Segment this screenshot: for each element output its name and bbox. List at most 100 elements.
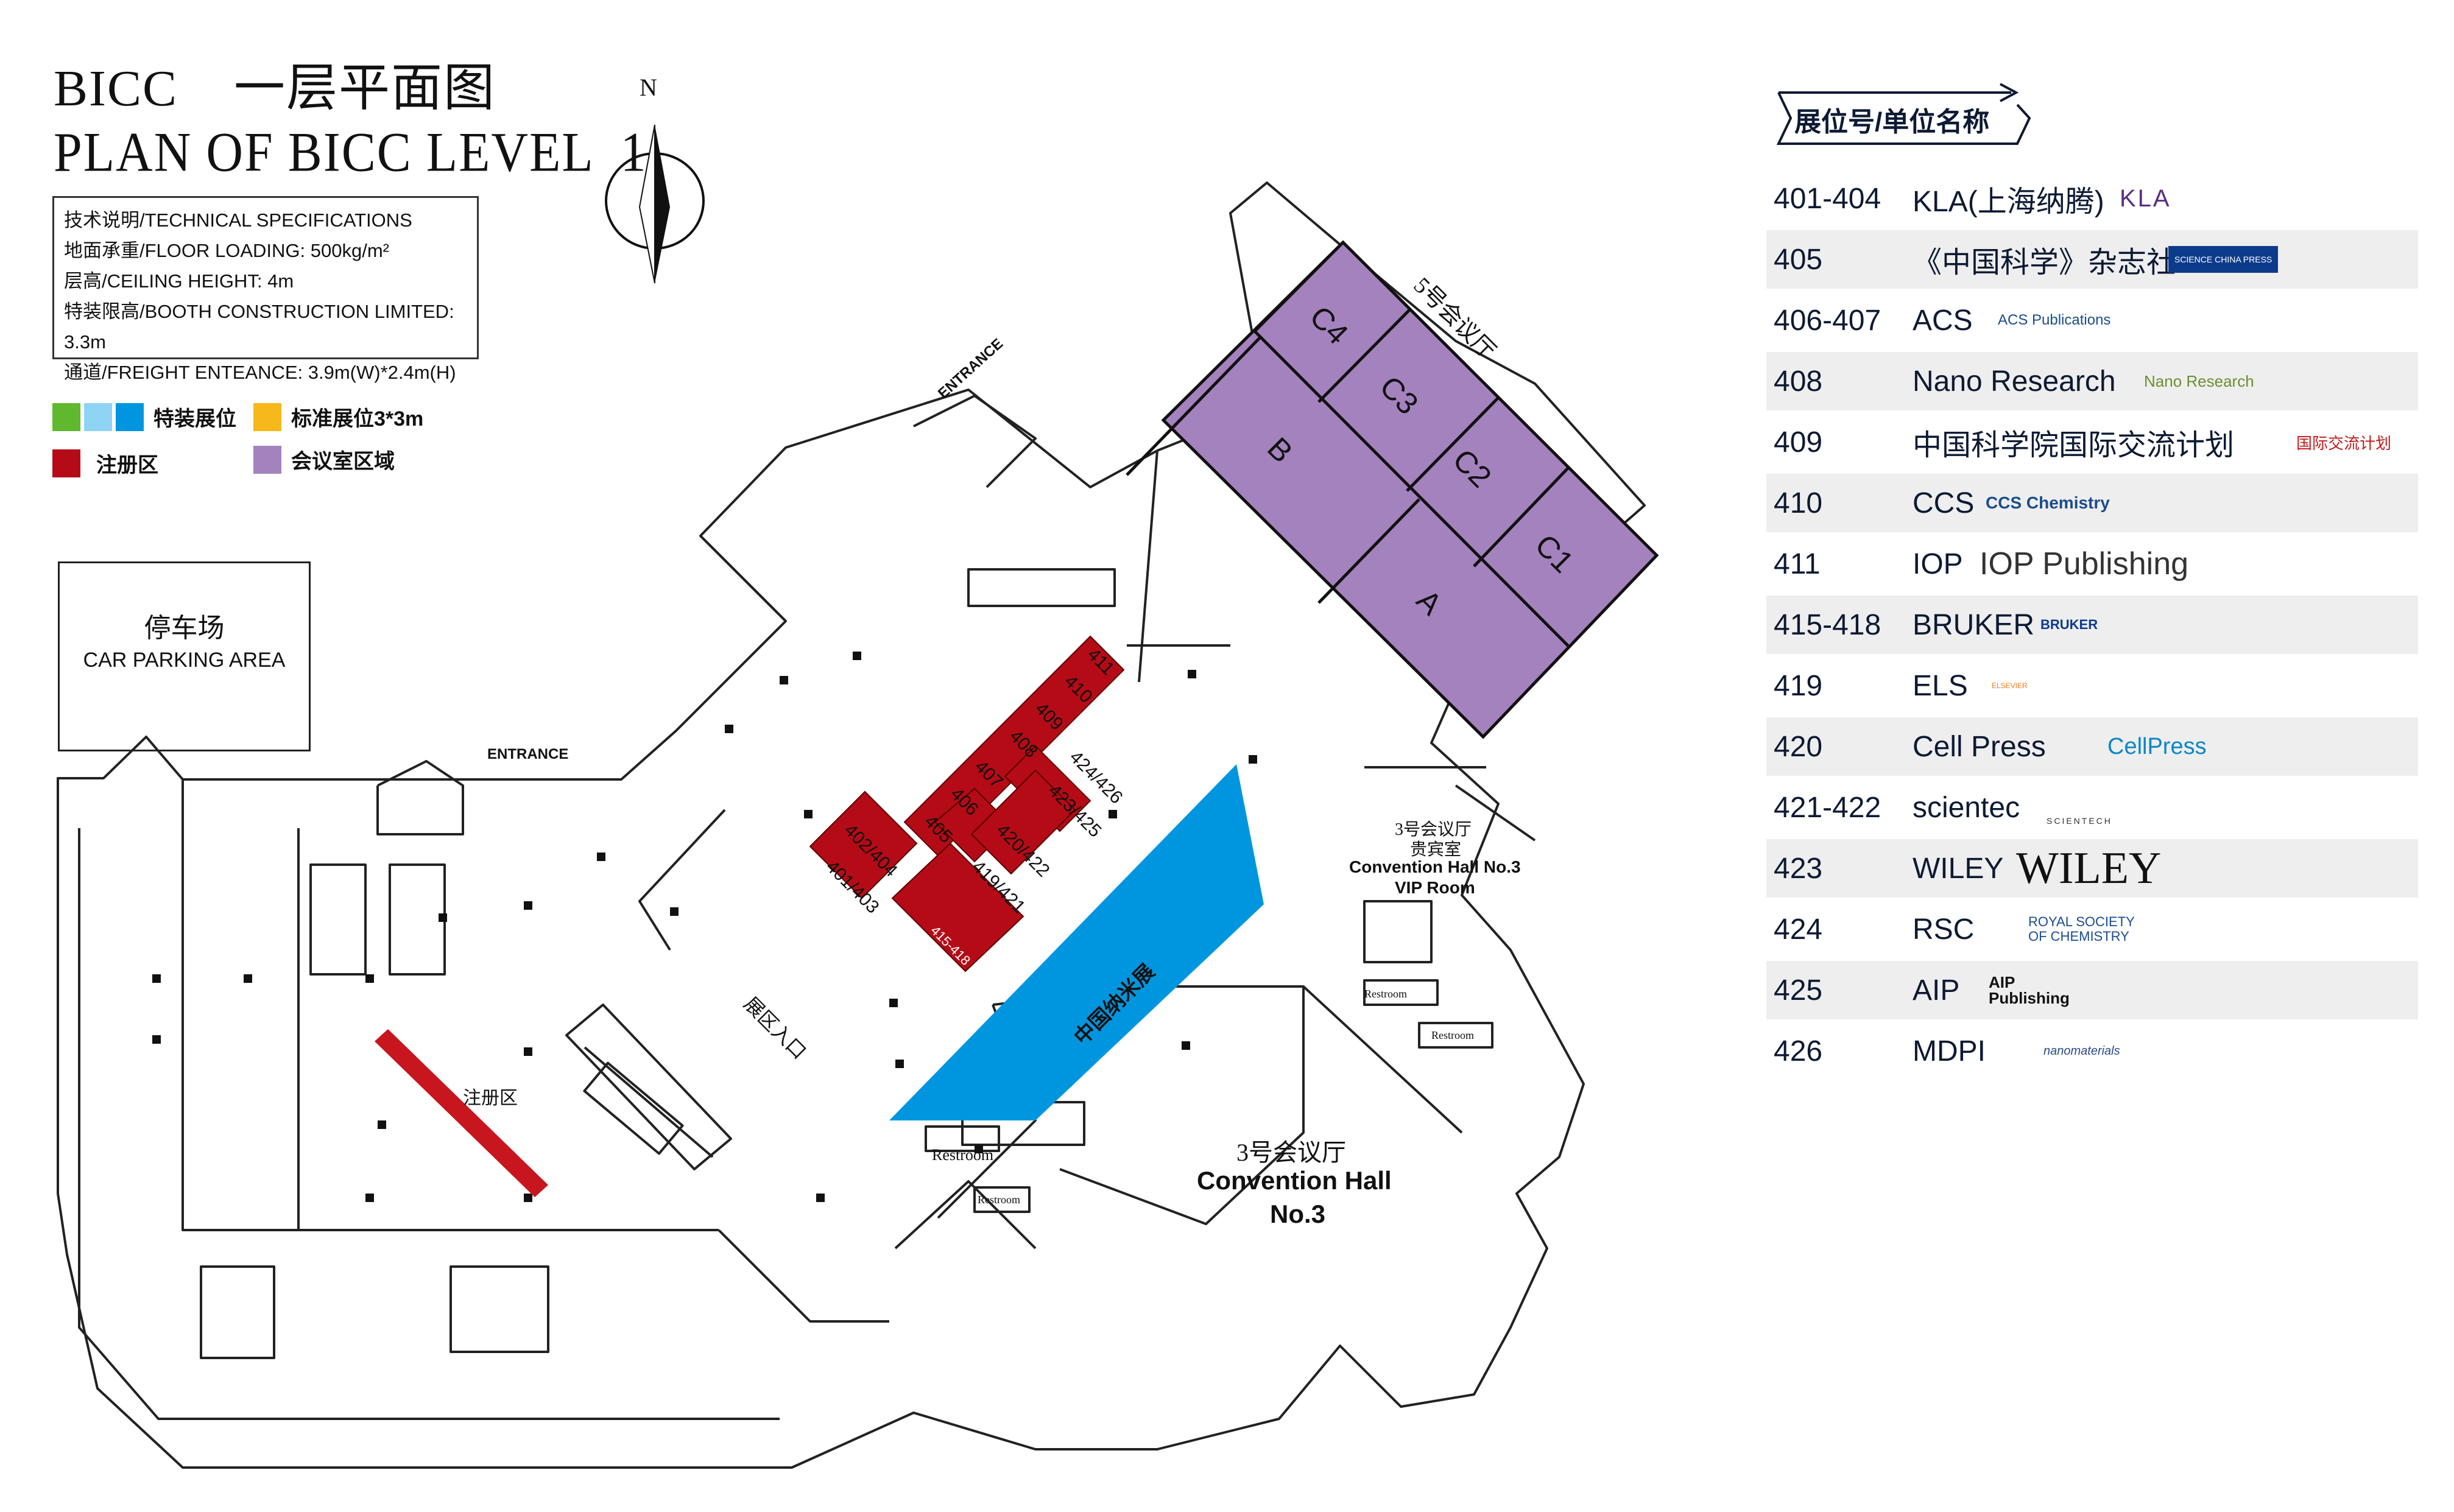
exhibitor-row: 419 ELS ELSEVIER [1766,656,2418,715]
exhibitor-logo: 国际交流计划 [2296,434,2392,452]
legend-registration: 注册区 [52,448,158,478]
legend-swatch-light-blue [84,403,112,431]
exhibitor-logo: SCIENCE CHINA PRESS [2168,246,2279,273]
exhibitor-name: IOP [1913,547,1963,580]
exhibitor-row: 406-407 ACS ACS Publications [1766,291,2418,350]
legend-swatch-purple [253,445,281,474]
exhibitor-header: 展位号/单位名称 [1774,80,2048,147]
exhibitor-logo: CCS Chemistry [1986,493,2110,512]
legend-meeting: 会议室区域 [253,445,395,474]
exhibitor-name: WILEY [1913,852,2004,885]
exhibitor-logo: WILEY [2016,843,2162,893]
hall3-cn-label: 3号会议厅 [1236,1139,1346,1166]
exhibitor-row: 420 Cell Press CellPress [1766,717,2418,776]
spec-line: 通道/FREIGHT ENTEANCE: 3.9m(W)*2.4m(H) [64,362,456,383]
exhibitor-row: 410 CCS CCS Chemistry [1766,474,2418,532]
exhibitor-logo: CellPress [2107,733,2207,759]
exhibitor-logo: nanomaterials [2043,1044,2120,1058]
exhibitor-booth: 425 [1774,974,1823,1007]
exhibitor-name: CCS [1913,487,1975,519]
plan-title: BICC 一层平面图 PLAN OF BICC LEVEL 1 [54,58,647,184]
exhibitor-booth: 426 [1774,1035,1823,1067]
exhibitor-row: 408 Nano Research Nano Research [1766,352,2418,410]
exhibitor-name: AIP [1913,974,1960,1007]
exhibitor-booth: 408 [1774,365,1823,398]
hall3-vip-cn-2: 贵宾室 [1410,840,1462,859]
china-nano-exhibition-zone [889,764,1264,1120]
exhibitor-row: 423 WILEY WILEY [1766,839,2418,898]
parking-label-cn: 停车场 [144,613,225,643]
exhibitor-name: Cell Press [1913,730,2046,763]
exhibitor-row: 409 中国科学院国际交流计划 国际交流计划 [1766,413,2418,471]
exhibitor-name: KLA(上海纳腾) [1913,186,2104,218]
exhibitor-name: MDPI [1913,1035,1986,1067]
exhibitor-booth: 405 [1774,243,1823,276]
header-arrow-icon [1776,83,2031,145]
exhibitor-logo: ROYAL SOCIETY OF CHEMISTRY [2028,914,2135,944]
exhibitor-row: 415-418 BRUKER BRUKER [1766,596,2418,654]
restroom-label: Restroom [1431,1029,1474,1041]
exhibitor-logo: IOP Publishing [1980,546,2189,582]
exhibitor-booth: 415-418 [1774,608,1881,641]
exhibitor-name: ACS [1913,304,1973,337]
exhibitor-row: 405 《中国科学》杂志社 SCIENCE CHINA PRESS [1766,230,2418,289]
exhibitor-logo: AIP Publishing [1989,973,2070,1007]
exhibitor-booth: 424 [1774,913,1823,946]
legend-swatch-blue [116,403,144,431]
spec-line: 技术说明/TECHNICAL SPECIFICATIONS [64,209,412,231]
exhibitor-name: 中国科学院国际交流计划 [1913,429,2235,462]
exhibitor-booth: 420 [1774,730,1823,763]
title-line-2: PLAN OF BICC LEVEL 1 [54,121,647,184]
registration-desk [375,1029,548,1197]
legend-swatch-red [52,449,80,477]
exhibitor-name: ELS [1913,669,1968,702]
exhibitor-booth: 409 [1774,426,1823,459]
legend-swatch-yellow [253,403,281,431]
north-arrow-icon [605,124,705,284]
exhibitor-logo: SCIENTECH [2047,816,2112,826]
exhibitor-row: 424 RSC ROYAL SOCIETY OF CHEMISTRY [1766,900,2418,958]
spec-line: 层高/CEILING HEIGHT: 4m [64,270,294,292]
hall3-en-label-1: Convention Hall [1197,1166,1392,1195]
registration-area-label: 注册区 [463,1088,518,1108]
spec-line: 特装限高/BOOTH CONSTRUCTION LIMITED: 3.3m [64,301,454,353]
hall3-vip-en-1: Convention Hall No.3 [1349,857,1521,876]
exhibitor-name: RSC [1913,913,1975,946]
exhibitor-header-label: 展位号/单位名称 [1794,107,1990,137]
entrance-left-label: ENTRANCE [487,746,569,762]
legend-swatch-green [52,403,80,431]
exhibitor-booth: 419 [1774,669,1823,702]
booth-group [809,635,1125,972]
exhibitor-booth: 411 [1774,547,1821,580]
floor-plan-map [57,181,1659,1469]
legend-special-label: 特装展位 [153,407,236,431]
restroom-label: Restroom [1364,988,1407,1000]
hall3-vip-en-2: VIP Room [1395,878,1475,897]
legend-meeting-label: 会议室区域 [291,450,395,473]
compass-label: N [640,74,657,101]
exhibitor-booth: 401-404 [1774,182,1881,215]
meeting-room-block [1126,240,1659,739]
exhibitor-logo: ACS Publications [1998,312,2111,328]
exhibitor-booth: 410 [1774,487,1823,519]
legend-standard-label: 标准展位3*3m [291,407,424,431]
exhibitor-logo: ELSEVIER [1992,681,2028,690]
exhibitor-booth: 421-422 [1774,791,1881,824]
exhibitor-name: BRUKER [1913,608,2035,641]
exhibitor-row: 426 MDPI nanomaterials [1766,1022,2418,1080]
exhibitor-booth: 406-407 [1774,304,1881,337]
exhibitor-name: Nano Research [1913,365,2116,398]
exhibitor-row: 425 AIP AIP Publishing [1766,961,2418,1019]
exhibitor-row: 411 IOP IOP Publishing [1766,535,2418,593]
spec-line: 地面承重/FLOOR LOADING: 500kg/m² [64,240,389,261]
title-line-1: BICC 一层平面图 [54,60,496,117]
exhibitor-row: 421-422 scientec SCIENTECH [1766,778,2418,837]
restroom-label: Restroom [932,1146,994,1164]
restroom-label: Restroom [978,1194,1020,1206]
legend-registration-label: 注册区 [96,454,158,477]
exhibitor-logo: BRUKER [2040,617,2098,632]
exhibitor-logo: KLA [2120,185,2171,212]
exhibitor-booth: 423 [1774,852,1823,885]
parking-label-en: CAR PARKING AREA [83,649,286,672]
exhibitor-name: 《中国科学》杂志社 [1913,247,2176,279]
